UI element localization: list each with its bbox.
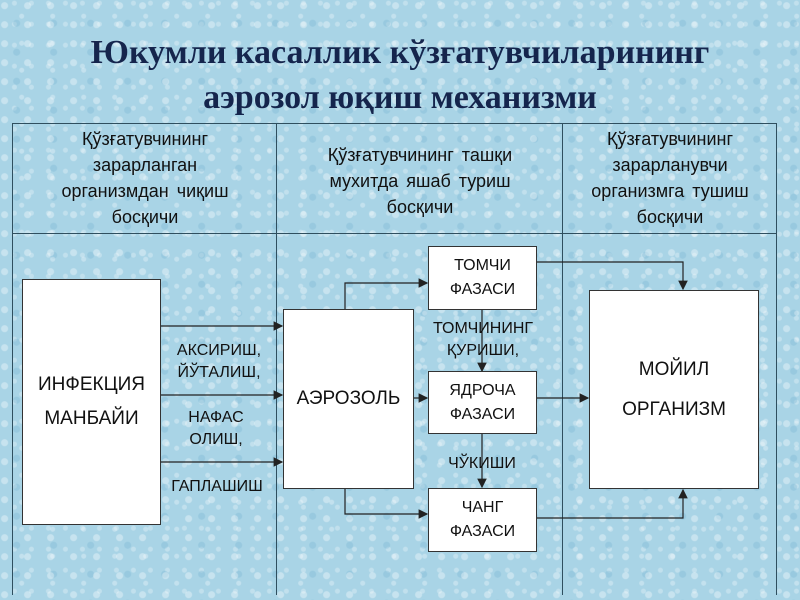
header-line: Қўзғатувчининг ташқи [327,145,513,165]
arrow-to-dust [344,488,429,519]
header-line: зарарланган [92,155,198,175]
box-text: АЭРОЗОЛЬ [296,388,401,409]
box-text: ЯДРОЧА [449,381,516,399]
label-sneeze-cough: АКСИРИШ, ЙЎТАЛИШ, [160,340,278,384]
header-line: босқичи [111,207,179,227]
column-header-entry-stage: Қўзғатувчининг зарарланувчи организмга т… [564,126,776,230]
arrow-dust-to-host [537,488,688,519]
table-top-border [12,123,777,124]
box-text: ЧАНГ [461,499,504,516]
box-text: ФАЗАСИ [449,405,516,423]
header-line: организмга тушиш [591,181,749,201]
header-line: зарарланувчи [612,155,728,175]
table-col-divider-1 [276,123,277,595]
table-left-border [12,123,13,595]
table-col-divider-2 [562,123,563,595]
box-text: ФАЗАСИ [449,281,516,298]
header-line: босқичи [386,197,454,217]
susceptible-organism-box: МОЙИЛ ОРГАНИЗМ [589,290,759,489]
label-droplet-drying: ТОМЧИНИНГ ҚУРИШИ, [418,318,548,362]
label-line: ТОМЧИНИНГ [432,320,534,337]
label-settling: ЧЎКИШИ [430,453,534,475]
box-text: ОРГАНИЗМ [622,398,726,420]
title-line-2: аэрозол юқиш механизми [203,79,597,116]
label-line: ЙЎТАЛИШ, [177,364,261,381]
table-header-divider [12,233,777,234]
droplet-phase-box: ТОМЧИ ФАЗАСИ [428,246,537,310]
aerosol-box: АЭРОЗОЛЬ [283,309,414,489]
label-line: НАФАС [188,409,244,426]
label-line: ГАПЛАШИШ [171,478,263,495]
dust-phase-box: ЧАНГ ФАЗАСИ [428,488,537,552]
arrow-droplet-to-host [521,261,688,291]
column-header-exit-stage: Қўзғатувчининг зарарланган организмдан ч… [14,126,276,230]
box-text: ТОМЧИ [454,257,511,274]
arrow-to-droplet [344,278,429,310]
infection-source-box: ИНФЕКЦИЯ МАНБАЙИ [22,279,161,525]
box-text: МАНБАЙИ [44,408,139,429]
header-line: Қўзғатувчининг [81,129,209,149]
title-line-1: Юкумли касаллик кўзғатувчиларининг [90,34,710,71]
box-text: МОЙИЛ [638,358,710,380]
label-line: ҚУРИШИ, [446,342,520,359]
box-text: ФАЗАСИ [449,523,516,540]
label-talking: ГАПЛАШИШ [160,476,274,498]
nucleus-phase-box: ЯДРОЧА ФАЗАСИ [428,371,537,434]
header-line: организмдан чиқиш [61,181,229,201]
label-line: ОЛИШ, [189,431,243,448]
header-line: босқичи [636,207,704,227]
label-line: ЧЎКИШИ [448,455,516,472]
header-line: Қўзғатувчининг [606,129,734,149]
column-header-environment-stage: Қўзғатувчининг ташқи мухитда яшаб туриш … [278,142,562,220]
table-right-border [776,123,777,595]
header-line: мухитда яшаб туриш [329,171,511,191]
label-breathing: НАФАС ОЛИШ, [160,407,272,451]
box-text: ИНФЕКЦИЯ [38,374,145,395]
label-line: АКСИРИШ, [176,342,262,359]
page-title: Юкумли касаллик кўзғатувчиларининг аэроз… [0,30,800,120]
